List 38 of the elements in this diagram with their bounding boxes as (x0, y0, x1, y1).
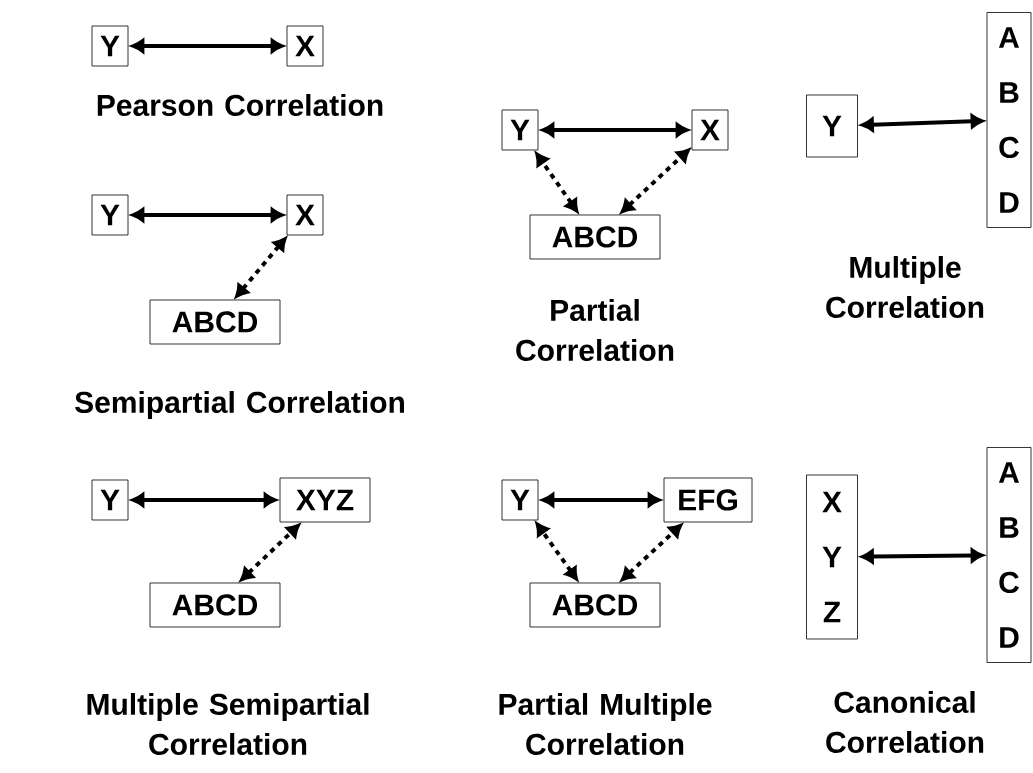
letter-box: XYZ (279, 477, 371, 523)
caption-text: Partial Multiple Correlation (499, 693, 712, 755)
arrow (535, 152, 579, 213)
caption-text: Pearson Correlation (97, 94, 383, 116)
letter-box: X (691, 109, 729, 151)
letter-box: Y (91, 479, 129, 521)
arrow (131, 207, 284, 223)
arrow (535, 522, 578, 581)
caption-text: Canonical Correlation (826, 691, 984, 753)
arrow (541, 122, 689, 138)
arrow (240, 523, 300, 582)
letter-box: A B C D (986, 447, 1032, 663)
letter-box: X (286, 194, 324, 236)
letter-box: EFG (663, 477, 753, 523)
letter-box: X (286, 25, 324, 67)
arrow (131, 38, 284, 54)
letter-box: Y (501, 109, 539, 151)
letter-box: A B C D (986, 12, 1032, 228)
arrow (860, 548, 984, 564)
letter-box: Y (501, 479, 539, 521)
caption-text: Multiple Semipartial Correlation (87, 693, 369, 755)
caption-text: Partial Correlation (516, 299, 674, 361)
letter-box: X Y Z (806, 474, 858, 640)
letter-box: Y (806, 94, 858, 158)
letter-box: ABCD (529, 582, 661, 628)
arrow (541, 492, 661, 508)
letter-box: ABCD (149, 299, 281, 345)
arrow (131, 492, 277, 508)
caption-text: Multiple Correlation (826, 256, 984, 318)
letter-box: Y (91, 25, 129, 67)
arrow (235, 237, 287, 298)
caption-text: Semipartial Correlation (75, 391, 404, 419)
arrow (860, 114, 984, 132)
arrow (620, 523, 683, 582)
letter-box: ABCD (149, 582, 281, 628)
letter-box: Y (91, 194, 129, 236)
letter-box: ABCD (529, 214, 661, 260)
arrow (620, 148, 690, 214)
